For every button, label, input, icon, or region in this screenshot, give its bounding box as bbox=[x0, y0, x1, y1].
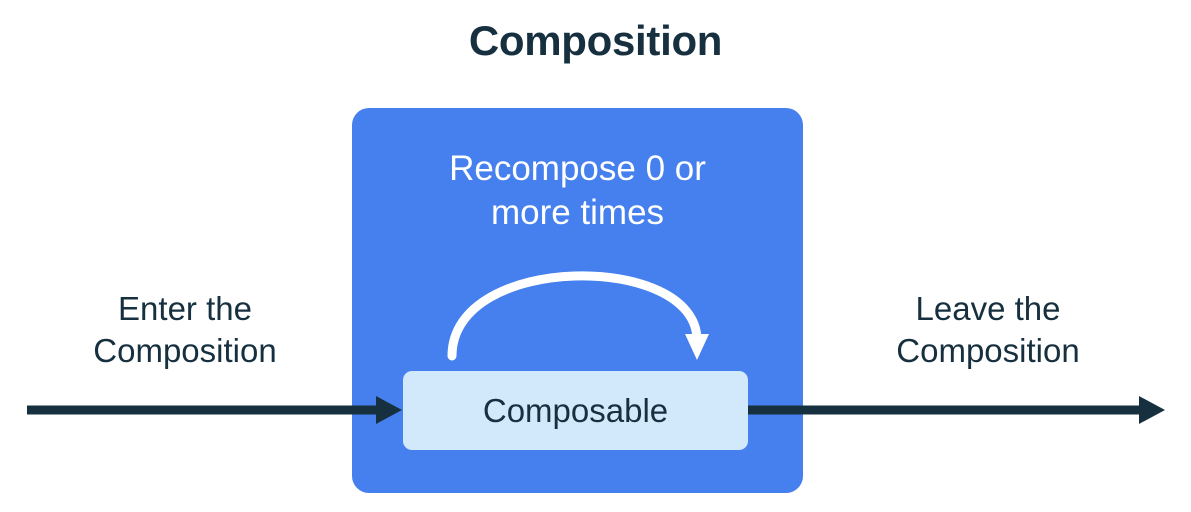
leave-composition-label: Leave the Composition bbox=[896, 290, 1080, 369]
enter-arrow-icon bbox=[27, 396, 402, 424]
page-title: Composition bbox=[468, 17, 723, 64]
composable-label: Composable bbox=[482, 392, 669, 429]
recompose-label: Recompose 0 or more times bbox=[449, 149, 706, 233]
composable-box bbox=[403, 371, 748, 450]
enter-composition-label: Enter the Composition bbox=[93, 290, 277, 369]
leave-arrow-icon bbox=[748, 396, 1165, 424]
